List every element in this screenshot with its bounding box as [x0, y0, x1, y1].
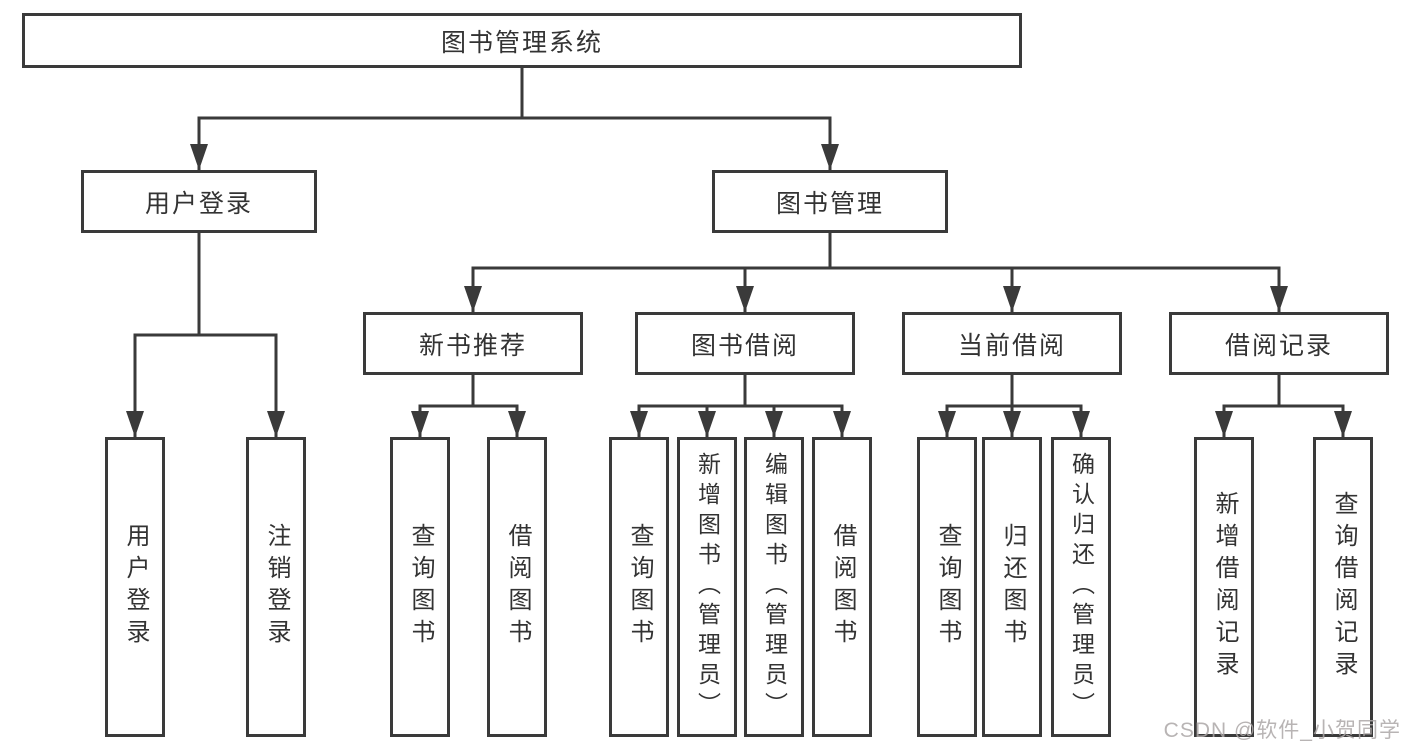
leaf-records-add-record: 新增借阅记录: [1194, 437, 1254, 737]
leaf-newbooks-borrow-books: 借阅图书: [487, 437, 547, 737]
node-current-borrowing: 当前借阅: [902, 312, 1122, 375]
node-user-login: 用户登录: [81, 170, 317, 233]
node-library-management-system: 图书管理系统: [22, 13, 1022, 68]
leaf-user-login: 用户登录: [105, 437, 165, 737]
node-borrowing-records: 借阅记录: [1169, 312, 1389, 375]
node-book-management: 图书管理: [712, 170, 948, 233]
node-new-book-recommendation: 新书推荐: [363, 312, 583, 375]
leaf-borrowing-query-books: 查询图书: [609, 437, 669, 737]
leaf-current-confirm-return-admin: 确认归还（管理员）: [1051, 437, 1111, 737]
node-book-borrowing: 图书借阅: [635, 312, 855, 375]
leaf-current-return-books: 归还图书: [982, 437, 1042, 737]
leaf-logout: 注销登录: [246, 437, 306, 737]
leaf-borrowing-add-books-admin: 新增图书（管理员）: [677, 437, 737, 737]
leaf-newbooks-query-books: 查询图书: [390, 437, 450, 737]
csdn-watermark: CSDN @软件_小贺同学: [1163, 719, 1401, 742]
leaf-records-query-record: 查询借阅记录: [1313, 437, 1373, 737]
leaf-borrowing-borrow-books: 借阅图书: [812, 437, 872, 737]
leaf-borrowing-edit-books-admin: 编辑图书（管理员）: [744, 437, 804, 737]
leaf-current-query-books: 查询图书: [917, 437, 977, 737]
